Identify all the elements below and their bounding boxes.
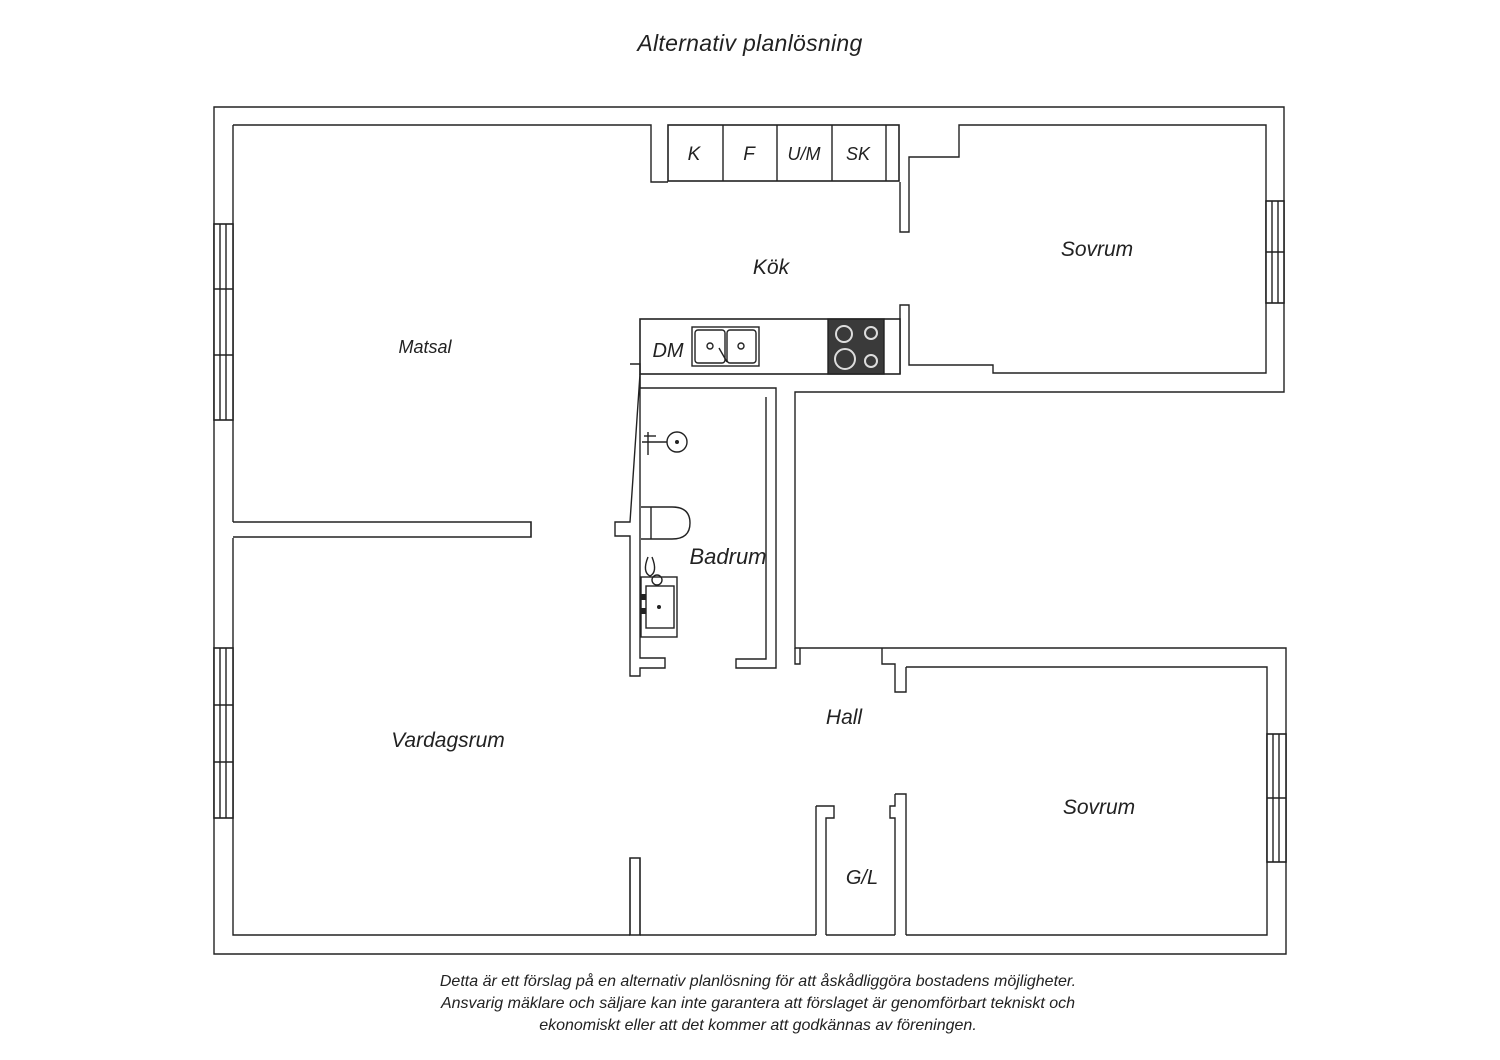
- appliance-k-label: K: [688, 144, 702, 165]
- disclaimer: Detta är ett förslag på en alternativ pl…: [300, 971, 1216, 1037]
- floor-plan: K F U/M SK DM: [213, 106, 1287, 955]
- room-bedroom-bottom-label: Sovrum: [1063, 796, 1135, 819]
- kitchen-counter: DM: [639, 318, 901, 375]
- room-hall-label: Hall: [826, 706, 864, 729]
- shower-icon: [642, 431, 688, 455]
- disclaimer-line-3: ekonomiskt eller att det kommer att godk…: [539, 1017, 977, 1034]
- disclaimer-line-1: Detta är ett förslag på en alternativ pl…: [439, 973, 1077, 990]
- window-dining: [213, 223, 234, 421]
- room-bathroom-label: Badrum: [689, 544, 766, 569]
- washbasin-icon: [640, 556, 678, 638]
- plan-title: Alternativ planlösning: [637, 30, 863, 56]
- room-kitchen-label: Kök: [753, 256, 791, 279]
- kitchen-cabinets: K F U/M SK: [667, 124, 900, 182]
- room-closet-label: G/L: [846, 867, 878, 889]
- window-bedroom-top: [1265, 200, 1285, 304]
- appliance-f-label: F: [743, 144, 756, 165]
- stove-icon: [827, 318, 885, 375]
- appliance-sk-label: SK: [846, 144, 871, 164]
- room-bedroom-top-label: Sovrum: [1061, 238, 1133, 261]
- room-living-label: Vardagsrum: [391, 729, 505, 752]
- window-bedroom-bottom: [1266, 733, 1287, 863]
- sink-icon: [691, 326, 760, 367]
- interior-walls: [233, 363, 907, 936]
- appliance-um-label: U/M: [788, 144, 821, 164]
- disclaimer-line-2: Ansvarig mäklare och säljare kan inte ga…: [440, 995, 1076, 1012]
- window-living: [213, 647, 234, 819]
- toilet-icon: [641, 506, 691, 540]
- room-dining-label: Matsal: [398, 337, 452, 357]
- appliance-dm-label: DM: [652, 340, 683, 362]
